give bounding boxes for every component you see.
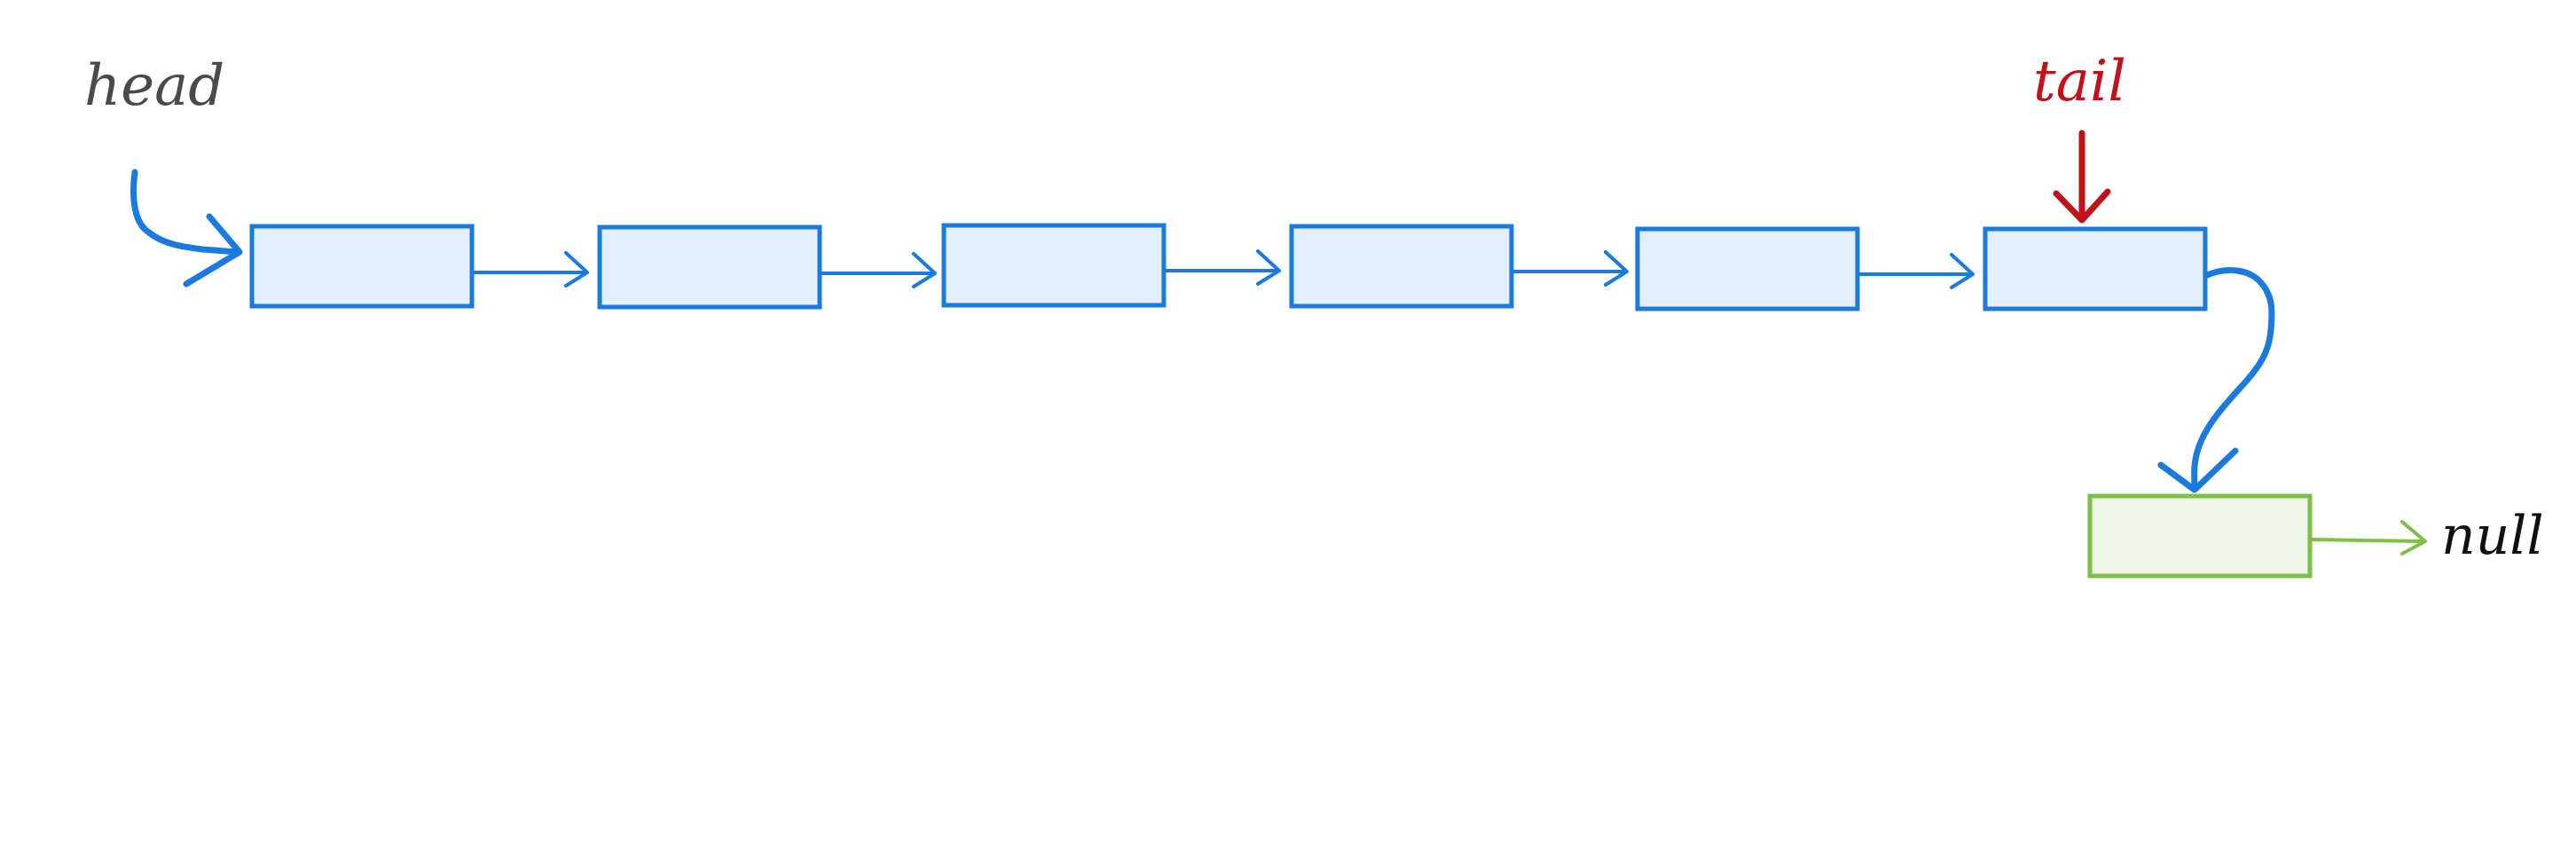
list-node bbox=[249, 224, 475, 309]
list-node bbox=[597, 225, 822, 310]
null-label: null bbox=[2441, 505, 2544, 567]
list-node bbox=[1289, 224, 1514, 309]
head-pointer-arrowhead bbox=[183, 213, 243, 288]
list-nodes bbox=[249, 223, 2208, 311]
tail-pointer-arrowhead bbox=[2053, 188, 2111, 224]
new-node bbox=[2087, 493, 2313, 579]
list-node bbox=[1983, 226, 2208, 311]
list-node bbox=[941, 223, 1166, 308]
next-pointers bbox=[472, 249, 1975, 289]
next-arrow bbox=[1512, 250, 1629, 287]
tail-label: tail bbox=[2033, 49, 2126, 114]
next-arrow bbox=[472, 251, 589, 288]
tail-to-new-node-arrowhead bbox=[2157, 447, 2239, 493]
list-node bbox=[1635, 226, 1860, 311]
null-arrow bbox=[2310, 520, 2427, 555]
head-label: head bbox=[84, 53, 224, 119]
head-pointer-arrow bbox=[130, 169, 241, 256]
next-arrow bbox=[820, 252, 937, 288]
next-arrow bbox=[1164, 249, 1281, 286]
tail-to-new-node-arrow bbox=[2191, 267, 2275, 492]
next-arrow bbox=[1857, 253, 1975, 289]
